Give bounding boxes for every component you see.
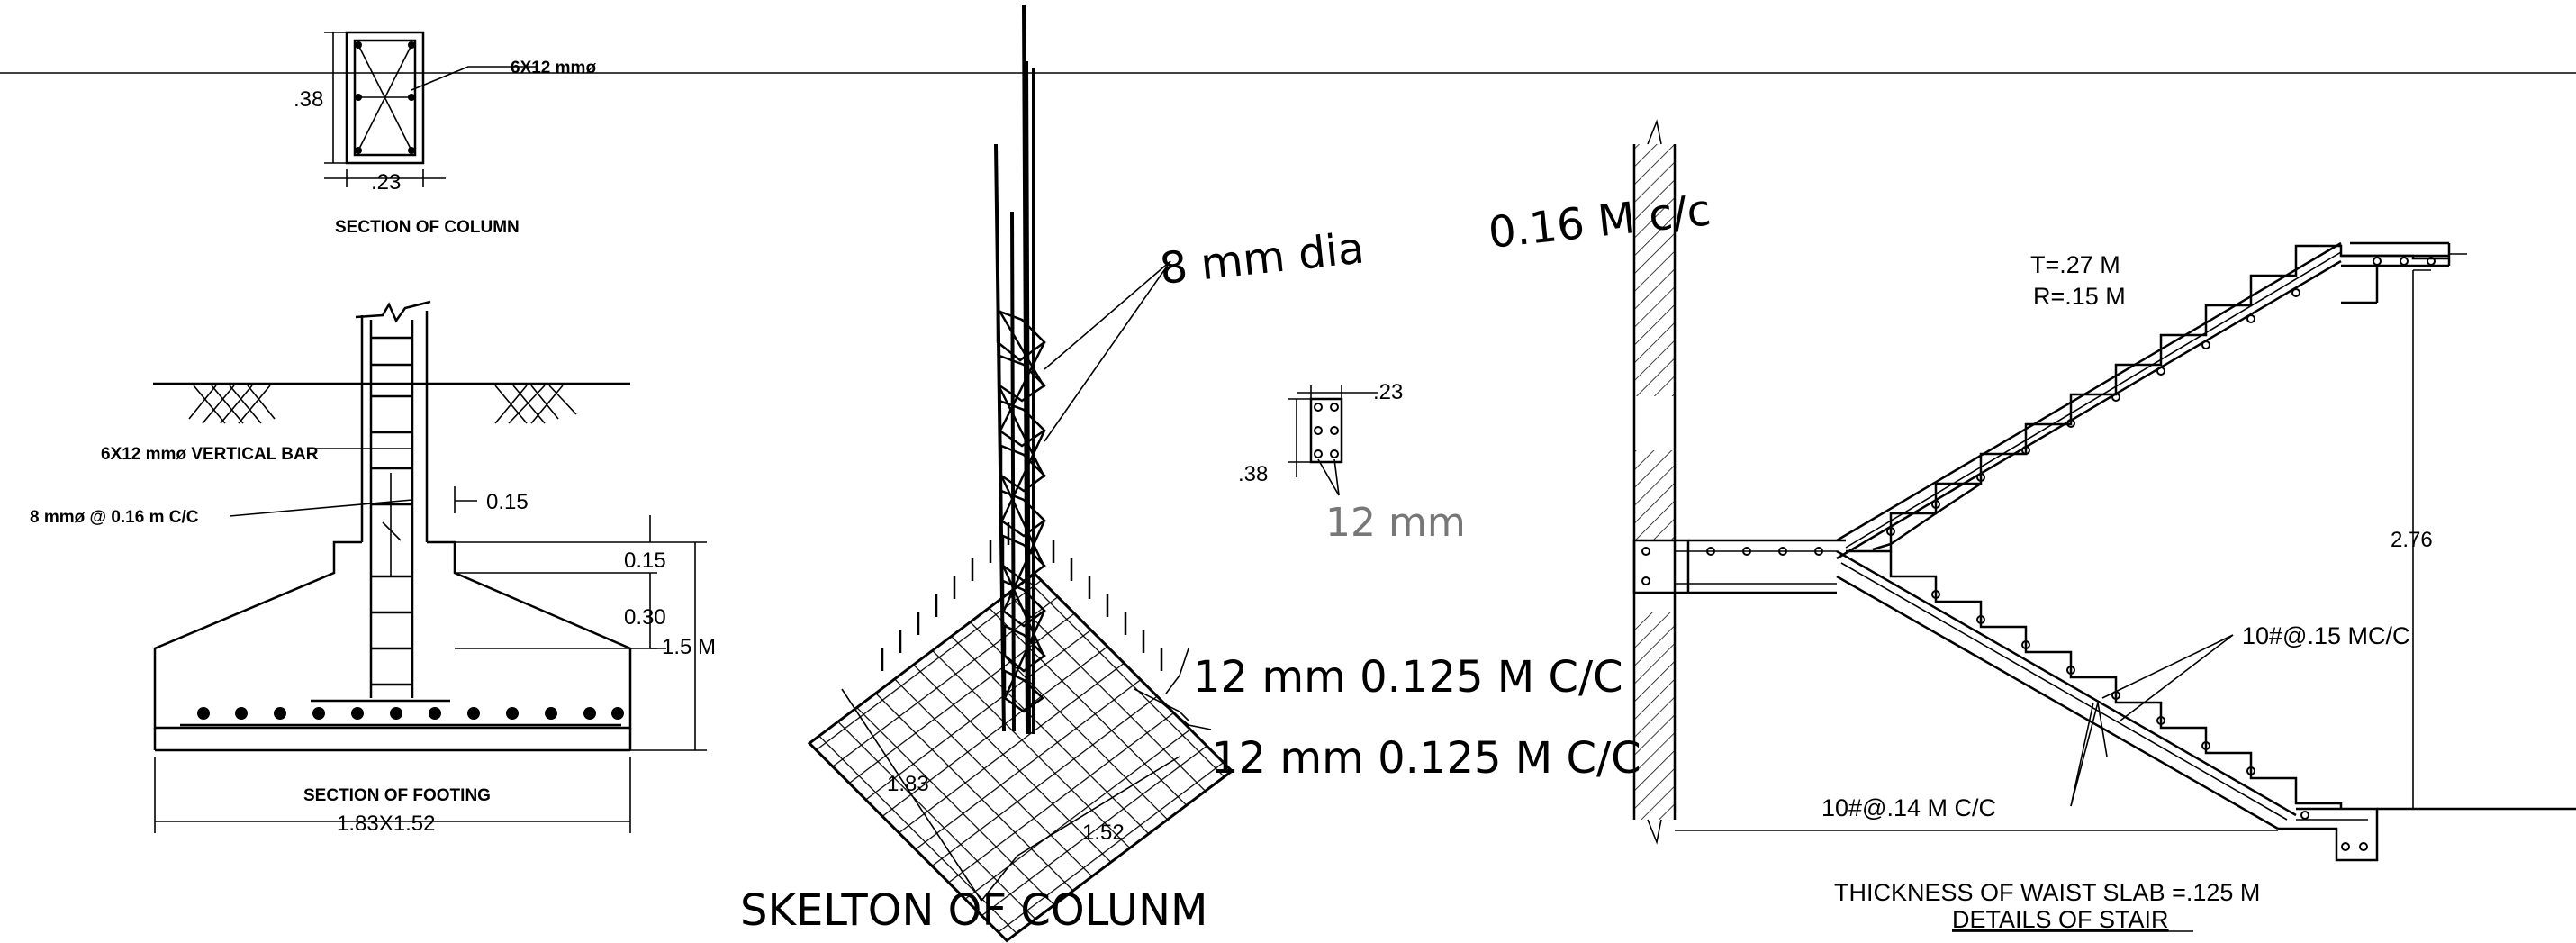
stair-upper-bar: 10#@.15 MC/C: [2242, 622, 2409, 649]
small-section-bar: 12 mm: [1325, 500, 1466, 546]
footing-tie-label: 8 mmø @ 0.16 m C/C: [30, 508, 199, 527]
footing-offset-dim: 0.15: [486, 490, 529, 514]
stair-detail: T=.27 M R=.15 M 2.76 10#@.15 MC/C 10#@.1…: [1632, 119, 2576, 933]
column-height-dim: .38: [294, 87, 323, 112]
small-section-height: .38: [1238, 462, 1268, 486]
skeleton-dim-length: 1.83: [887, 772, 929, 796]
stair-riser: R=.15 M: [2033, 283, 2126, 310]
small-section-width: .23: [1373, 380, 1403, 404]
small-column-section: .23 .38 12 mm: [1238, 380, 1466, 546]
footing-vertical-bar-label: 6X12 mmø VERTICAL BAR: [101, 445, 319, 464]
stair-waist-note: THICKNESS OF WAIST SLAB =.125 M: [1834, 879, 2260, 906]
stair-title: DETAILS OF STAIR: [1952, 906, 2169, 933]
skeleton-tie-label-a: 8 mm dia: [1157, 222, 1366, 295]
footing-mid-dim: 0.30: [624, 605, 666, 630]
footing-section: 6X12 mmø VERTICAL BAR 8 mmø @ 0.16 m C/C…: [30, 300, 716, 836]
column-width-dim: .23: [371, 170, 401, 195]
skeleton-mesh-bottom-label: 12 mm 0.125 M C/C: [1211, 733, 1641, 784]
column-section-title: SECTION OF COLUMN: [335, 218, 520, 237]
stair-height: 2.76: [2391, 528, 2433, 552]
column-bar-label: 6X12 mmø: [511, 59, 596, 77]
skeleton-dim-width: 1.52: [1082, 821, 1125, 845]
footing-section-title: SECTION OF FOOTING: [303, 786, 491, 805]
skeleton-title: SKELTON OF COLUNM: [740, 885, 1207, 936]
skeleton-mesh-top-label: 12 mm 0.125 M C/C: [1193, 652, 1623, 703]
stair-lower-bar: 10#@.14 M C/C: [1821, 794, 1996, 821]
footing-top-dim: 0.15: [624, 549, 666, 573]
column-skeleton: 8 mm dia 0.16 M c/c 12 mm 0.125 M C/C 12…: [740, 4, 1713, 943]
footing-size-dim: 1.83X1.52: [337, 812, 435, 836]
skeleton-tie-label-b: 0.16 M c/c: [1486, 185, 1713, 258]
stair-tread: T=.27 M: [2030, 251, 2120, 278]
footing-depth-dim: 1.5 M: [662, 635, 716, 659]
column-section: .38 .23 6X12 mmø SECTION OF COLUMN: [294, 31, 596, 237]
